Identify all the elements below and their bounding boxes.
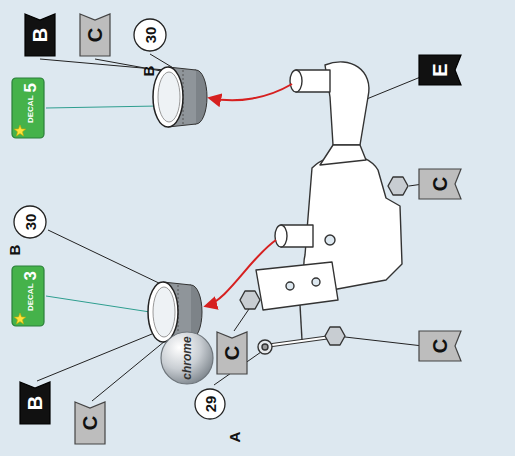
tag-text: DECAL: [26, 283, 34, 311]
decal-leaders: [46, 106, 158, 312]
part-flag: E: [418, 54, 462, 86]
flag-shape: [25, 14, 55, 56]
part-letter: B: [7, 245, 22, 256]
tag-text: 3: [21, 271, 38, 280]
tag-text: C: [80, 416, 100, 430]
text-group: E: [430, 63, 450, 76]
wheel-part: [153, 67, 207, 127]
paint-flag: C: [79, 13, 111, 57]
decal-tag: DECAL 3: [11, 265, 45, 327]
callout-number: 30: [133, 18, 167, 52]
text-group: 29: [203, 396, 218, 413]
callout-number: 30: [13, 205, 47, 239]
flag-shape: [419, 169, 461, 199]
tag-text: C: [430, 339, 450, 353]
tag-text: E: [430, 63, 450, 76]
tag-text: 5: [21, 83, 38, 92]
callout-number: 29: [194, 388, 226, 420]
callout-circle: [14, 206, 46, 238]
text-group: chrome: [181, 336, 193, 379]
text-group: 30: [23, 214, 38, 231]
text-group: B: [25, 396, 45, 410]
paint-flag: C: [418, 168, 462, 200]
part-letter: A: [227, 432, 242, 443]
text-group: C: [222, 346, 242, 360]
callout-text: 29: [203, 396, 218, 413]
flag-shape: [419, 55, 461, 85]
decal-tag: DECAL 5: [11, 77, 45, 139]
tag-text: B: [30, 28, 50, 42]
tag-text: C: [85, 28, 105, 42]
decal-star: [14, 313, 25, 324]
decal-shape: [12, 78, 44, 138]
flag-shape: [419, 331, 461, 361]
part-flag: B: [19, 381, 51, 425]
tag-text: B: [25, 396, 45, 410]
callout-text: 30: [23, 214, 38, 231]
flag-shape: [217, 332, 247, 374]
arm-assembly: [240, 62, 408, 354]
decal-shape: [12, 266, 44, 326]
callout-circle: [195, 389, 225, 419]
part-flag: B: [24, 13, 56, 57]
tag-text: C: [430, 177, 450, 191]
tag-text: C: [222, 346, 242, 360]
paint-flag: C: [74, 401, 106, 445]
flag-shape: [75, 402, 105, 444]
text-group: C: [80, 416, 100, 430]
chrome-badge: chrome: [160, 331, 214, 385]
text-group: C: [430, 339, 450, 353]
text-group: 30: [143, 27, 158, 44]
part-letter: B: [141, 66, 156, 77]
tag-text: chrome: [181, 336, 193, 379]
insert-arrow: [206, 84, 292, 306]
text-group: DECAL 5: [21, 83, 38, 123]
text-group: C: [85, 28, 105, 42]
paint-flag: C: [216, 331, 248, 375]
text-group: C: [430, 177, 450, 191]
callout-text: 30: [143, 27, 158, 44]
flag-shape: [20, 382, 50, 424]
leader-lines: [37, 54, 423, 401]
chrome-disc: [161, 332, 213, 384]
text-group: B: [30, 28, 50, 42]
tag-text: DECAL: [26, 95, 34, 123]
decal-star: [14, 125, 25, 136]
callout-circle: [134, 19, 166, 51]
paint-flag: C: [418, 330, 462, 362]
text-group: DECAL 3: [21, 271, 38, 311]
flag-shape: [80, 14, 110, 56]
